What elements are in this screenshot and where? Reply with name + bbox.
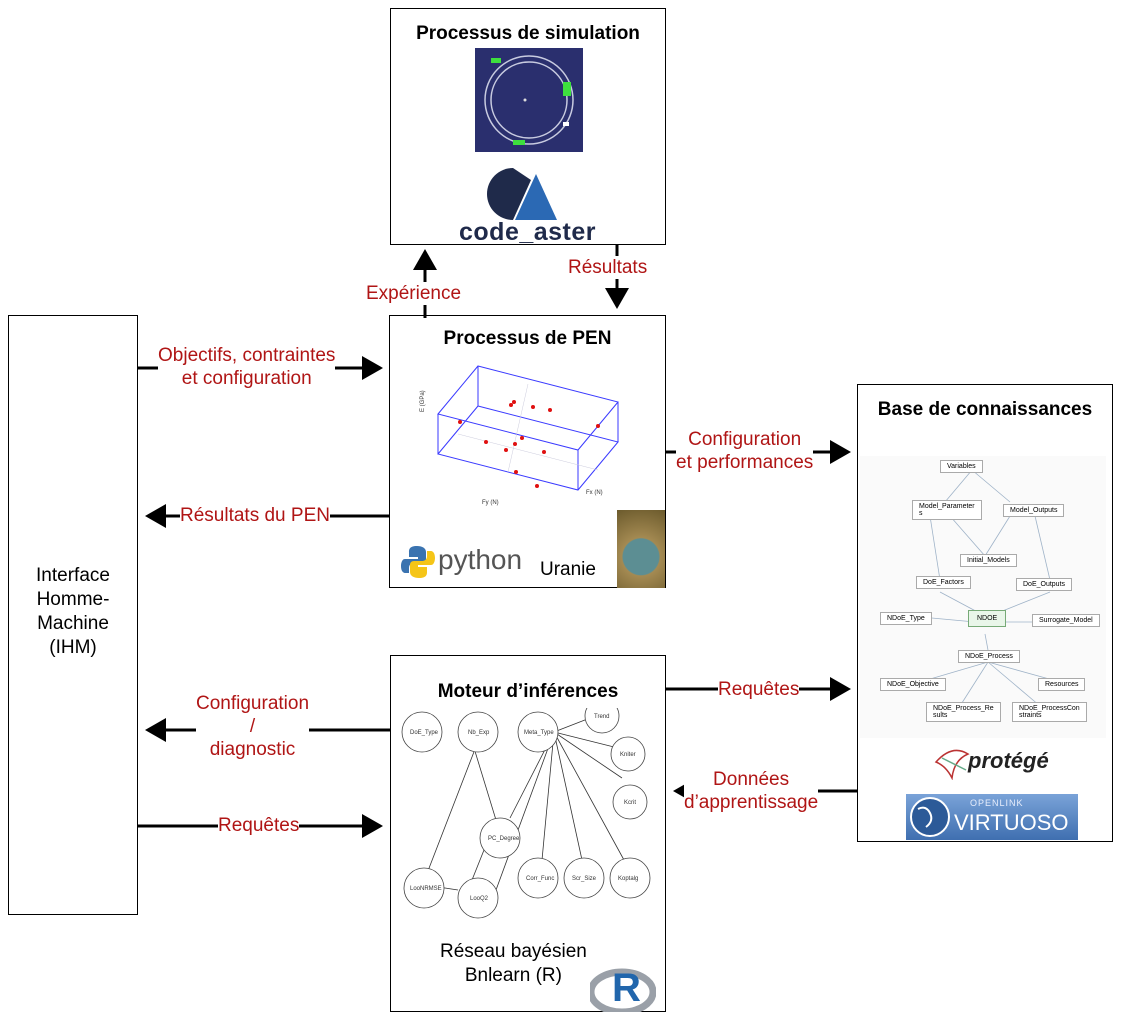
label-resultats: Résultats [568,256,648,279]
kb-title: Base de connaissances [877,399,1093,420]
onto-node-ndoe: NDOE [968,610,1007,627]
bn-node-6: PC_Degree [488,836,520,842]
code-aster-text: code_aster [459,218,597,246]
onto-node-model-outputs: Model_Outputs [1003,504,1065,517]
onto-node-ndoe-process: NDoE_Process [958,650,1020,663]
bn-node-11: LooQ2 [470,896,489,902]
plot-y-label: Fx (N) [586,490,603,496]
onto-node-ndoe-type: NDoE_Type [880,612,932,625]
virtuoso-logo: OPENLINK VIRTUOSO [906,794,1078,840]
uranie-image [617,510,665,588]
onto-node-resources: Resources [1038,678,1086,691]
onto-node-ndoe-process-constraints: NDoE_ProcessCon straints [1012,702,1087,722]
simulation-title: Processus de simulation [416,23,640,44]
bn-node-3: Trend [594,714,609,720]
label-experience: Expérience [366,282,462,305]
onto-node-surrogate-model: Surrogate_Model [1032,614,1100,627]
uranie-label: Uranie [540,559,596,580]
onto-node-ndoe-process-results: NDoE_Process_Re sults [926,702,1001,722]
openlink-text: OPENLINK [970,798,1024,808]
bn-node-1: Nb_Exp [468,730,490,736]
onto-node-doe-outputs: DoE_Outputs [1016,578,1073,591]
plot-x-label: Fy (N) [482,500,499,506]
r-letter: R [612,966,641,1010]
ontology-graph: Variables Model_Parameter s Model_Output… [860,456,1106,738]
bn-node-2: Meta_Type [524,730,554,736]
label-objectifs: Objectifs, contraintes et configuration [158,344,336,390]
label-config-diag: Configuration / diagnostic [196,692,310,761]
bn-svg: DoE_Type Nb_Exp Meta_Type Trend Kniter K… [401,698,651,919]
bn-node-0: DoE_Type [410,730,439,736]
pen-3d-plot: E (GPa) Fy (N) Fx (N) [418,362,638,517]
r-logo: R [587,962,657,1016]
python-text: python [438,544,523,575]
bn-node-5: Kcrit [624,800,636,806]
label-donnees: Données d’apprentissage [684,768,819,814]
ring-model-image [484,55,574,145]
inference-title: Moteur d’inférences [437,681,619,702]
label-requetes-left: Requêtes [218,814,300,837]
virtuoso-text: VIRTUOSO [954,810,1069,835]
onto-node-model-parameters: Model_Parameter s [912,500,982,520]
protege-text: protégé [968,748,1049,773]
plot-z-label: E (GPa) [420,390,426,412]
bn-node-9: Koptalg [618,876,638,882]
onto-node-doe-factors: DoE_Factors [916,576,971,589]
code-aster-logo: code_aster [455,162,605,246]
onto-node-initial-models: Initial_Models [960,554,1017,567]
label-resultats-pen: Résultats du PEN [180,504,330,527]
ihm-box: Interface Homme- Machine (IHM) [8,315,138,915]
python-logo: python [398,540,528,584]
bn-node-10: LooNRMSE [410,886,442,892]
inference-caption: Réseau bayésien Bnlearn (R) [440,941,587,986]
bn-node-4: Kniter [620,752,636,758]
protege-logo: protégé [932,740,1062,784]
onto-node-variables: Variables [940,460,983,473]
onto-node-ndoe-objective: NDoE_Objective [880,678,946,691]
bn-node-7: Corr_Func [526,876,554,882]
label-requetes-right: Requêtes [718,678,800,701]
ihm-label: Interface Homme- Machine (IHM) [36,565,110,658]
label-config-perf: Configuration et performances [676,428,814,474]
simulation-screenshot [475,48,583,152]
pen-title: Processus de PEN [443,328,612,349]
bn-node-8: Scr_Size [572,876,597,882]
bayesian-network-graph: DoE_Type Nb_Exp Meta_Type Trend Kniter K… [392,698,664,920]
